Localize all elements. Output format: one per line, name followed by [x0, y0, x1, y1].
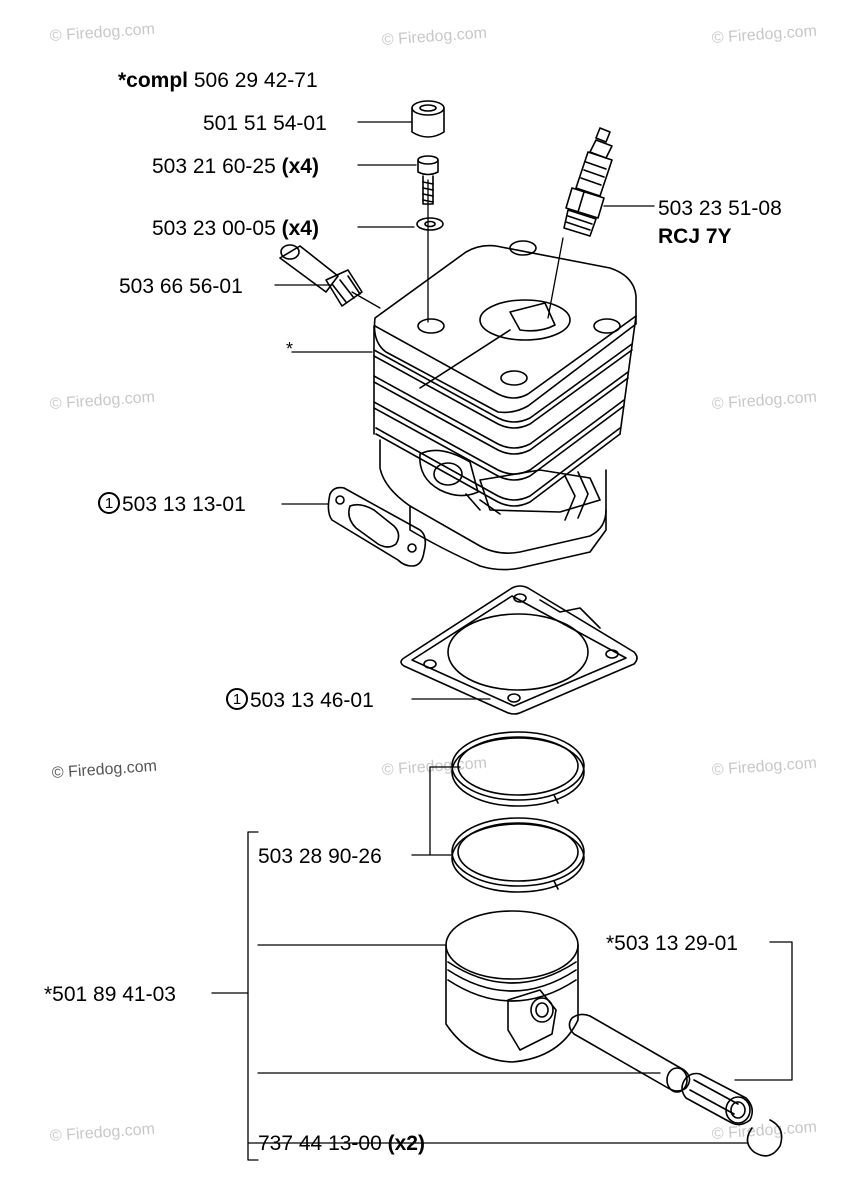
piston-rings-drawing: [451, 731, 585, 893]
bearing-label: *503 13 29-01: [606, 932, 738, 955]
cylinder-marker: *: [286, 339, 294, 359]
circlip-drawing: [746, 1119, 783, 1157]
assembly-label: *compl 506 29 42-71: [118, 70, 318, 91]
muffler-gasket-drawing: [327, 486, 427, 567]
base-gasket-number: 503 13 46-01: [250, 689, 374, 712]
washer-quantity: (x4): [281, 217, 319, 240]
nipple-label: 503 66 56-01: [119, 275, 243, 298]
nipple-drawing: [279, 244, 363, 307]
spark-plug-drawing: [563, 127, 613, 237]
muffler-gasket-number: 503 13 13-01: [122, 493, 246, 516]
screw-drawing: [417, 155, 439, 205]
cap-drawing: [411, 100, 445, 138]
rings-label: 503 28 90-26: [258, 845, 382, 868]
spark-plug-label: 503 23 51-08: [658, 197, 782, 220]
cap-label: 501 51 54-01: [203, 112, 327, 135]
washer-drawing: [416, 217, 444, 231]
piston-kit-label: *501 89 41-03: [44, 983, 176, 1006]
leader-lines: [211, 121, 793, 1161]
screw-label: 503 21 60-25 (x4): [152, 156, 319, 177]
assembly-number: 506 29 42-71: [193, 69, 318, 92]
circlip-number: 737 44 13-00: [258, 1132, 382, 1155]
circlip-label: 737 44 13-00 (x2): [258, 1133, 425, 1154]
assembly-prefix: *compl: [118, 69, 189, 92]
piston-drawing: [445, 910, 579, 1063]
piston-pin-drawing: [568, 1013, 691, 1093]
screw-number: 503 21 60-25: [152, 155, 276, 178]
cylinder-drawing: [373, 240, 637, 571]
circlip-quantity: (x2): [387, 1132, 425, 1155]
spark-plug-type: RCJ 7Y: [658, 225, 732, 248]
reference-circle: 1: [226, 688, 248, 711]
needle-bearing-drawing: [681, 1072, 754, 1126]
screw-quantity: (x4): [281, 155, 319, 178]
washer-label: 503 23 00-05 (x4): [152, 218, 319, 239]
reference-circle: 1: [98, 492, 120, 515]
washer-number: 503 23 00-05: [152, 217, 276, 240]
base-gasket-drawing: [400, 585, 638, 715]
